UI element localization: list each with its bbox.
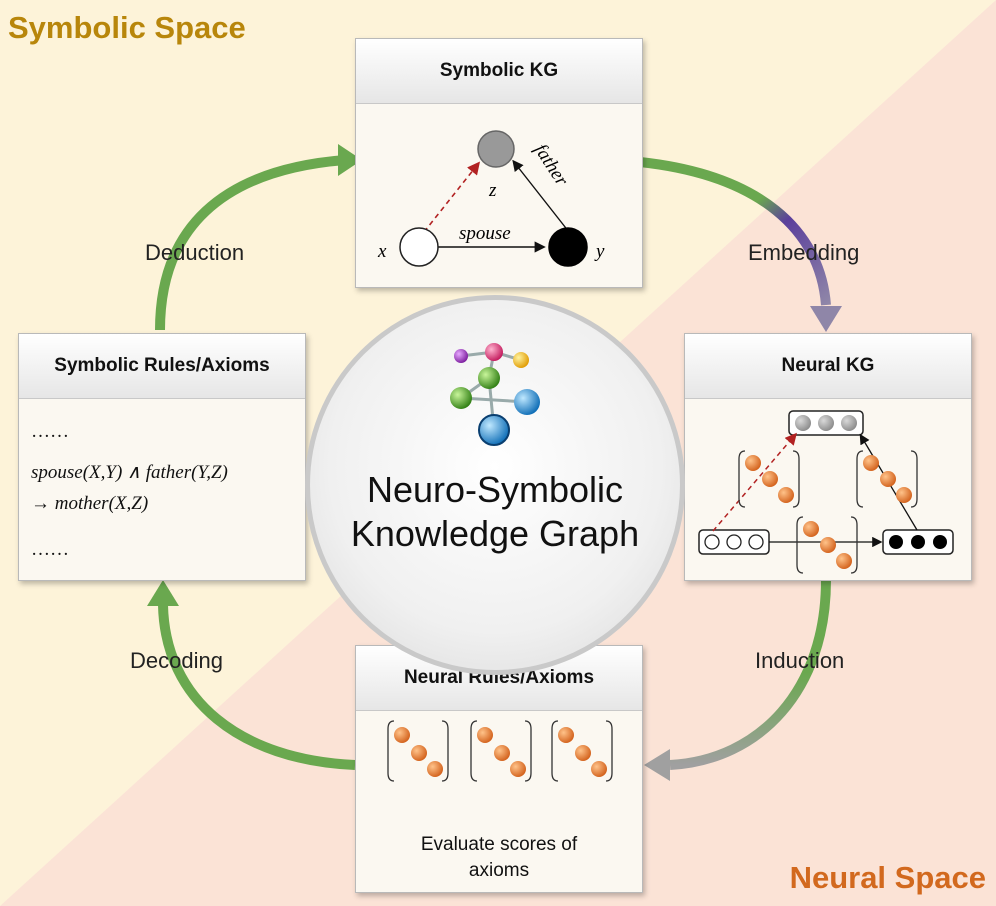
rule-line-1: spouse(X,Y) ∧ father(Y,Z): [31, 462, 228, 483]
axiom-matrix-1: [387, 720, 449, 782]
rules-ellipsis-bottom: ……: [31, 539, 69, 560]
decoding-arrowhead: [147, 580, 179, 606]
center-circle: Neuro-Symbolic Knowledge Graph: [305, 295, 685, 675]
symbolic-space-label: Symbolic Space: [8, 10, 246, 45]
edge-spouse-label: spouse: [459, 223, 511, 244]
axiom-caption-line1: Evaluate scores of: [420, 834, 578, 855]
neural-space-label: Neural Space: [789, 860, 986, 895]
center-title-line1: Neuro-Symbolic: [366, 469, 624, 510]
embedding-label: Embedding: [748, 240, 860, 265]
label-x: x: [377, 241, 387, 262]
embedding-arrowhead: [810, 306, 842, 332]
deduction-label: Deduction: [145, 240, 245, 265]
rule-line-2: → mother(X,Z): [31, 493, 149, 514]
neural-kg-graph: [685, 399, 971, 580]
deduction-arrowhead: [338, 144, 362, 176]
symbolic-rules-body: …… spouse(X,Y) ∧ father(Y,Z) → mother(X,…: [19, 399, 305, 580]
symbolic-kg-box: Symbolic KG z x y spouse father: [355, 38, 643, 288]
induction-arrow: [669, 579, 831, 770]
label-z: z: [488, 180, 497, 201]
molecule-icon: [450, 343, 540, 446]
symbolic-rules-title: Symbolic Rules/Axioms: [19, 334, 305, 399]
symbolic-kg-title: Symbolic KG: [356, 39, 642, 104]
induction-arrowhead: [644, 749, 670, 781]
edge-father-label: father: [530, 140, 573, 190]
rules-ellipsis-top: ……: [31, 421, 69, 442]
decoding-arrow: [158, 604, 356, 770]
symbolic-rules-box: Symbolic Rules/Axioms …… spouse(X,Y) ∧ f…: [18, 333, 306, 581]
node-y: [548, 227, 588, 267]
neural-rules-body: Evaluate scores of axioms: [356, 711, 642, 892]
axiom-matrix-2: [470, 720, 532, 782]
node-z: [477, 130, 515, 168]
neural-kg-title: Neural KG: [685, 334, 971, 399]
decoding-label: Decoding: [130, 648, 223, 673]
axiom-matrix-3: [551, 720, 613, 782]
neural-kg-box: Neural KG: [684, 333, 972, 581]
symbolic-kg-graph: z x y spouse father: [356, 104, 642, 287]
deduction-arrow: [155, 155, 346, 331]
center-title-line2: Knowledge Graph: [350, 513, 640, 554]
node-x: [399, 227, 439, 267]
induction-label: Induction: [755, 648, 845, 673]
axiom-caption-line2: axioms: [468, 860, 530, 881]
label-y: y: [594, 241, 605, 262]
neural-rules-box: Neural Rules/Axioms: [355, 645, 643, 893]
embedding-arrow: [639, 157, 831, 306]
